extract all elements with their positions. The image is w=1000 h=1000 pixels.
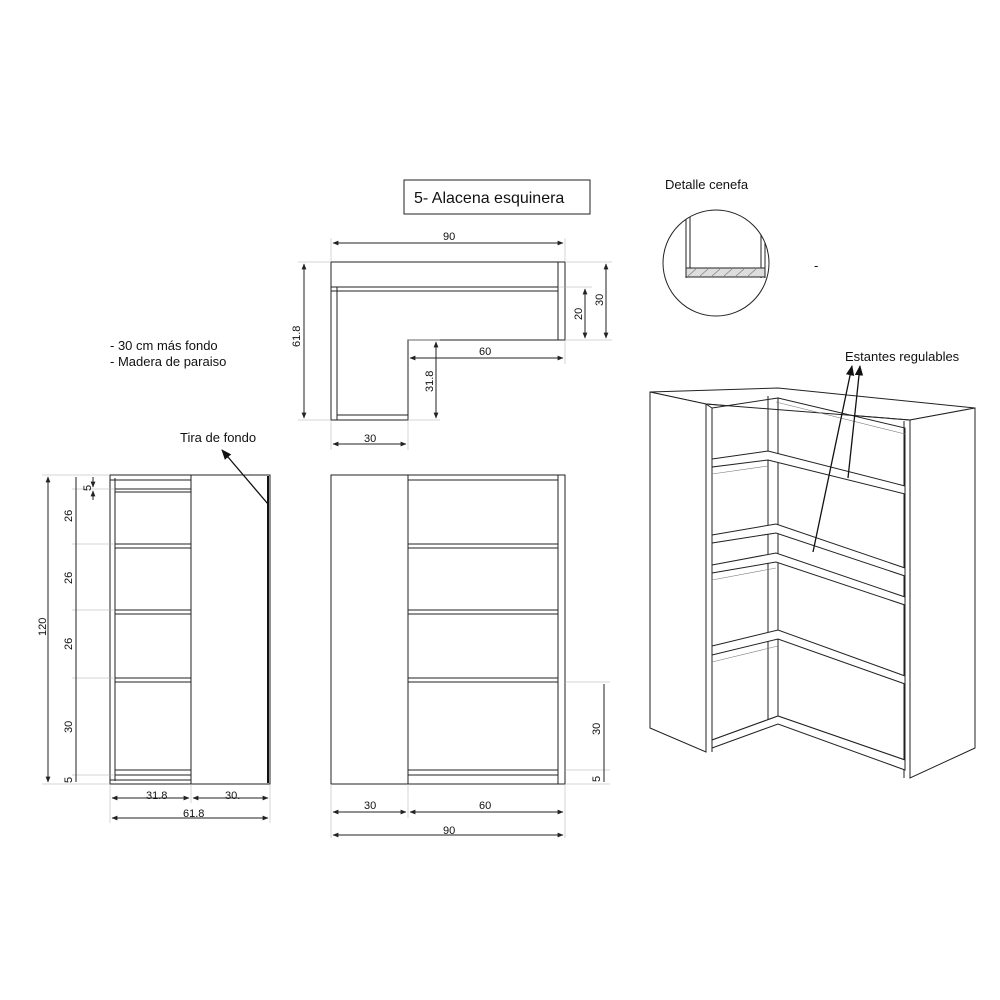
side-dim-30: 30 xyxy=(63,721,75,733)
page-title: 5- Alacena esquinera xyxy=(414,190,564,207)
plan-dim-61-8: 61.8 xyxy=(291,326,303,347)
side-dim-bottom-5: 5 xyxy=(63,777,75,783)
stray-mark: - xyxy=(814,258,818,273)
front-dim-90: 90 xyxy=(443,825,455,837)
isometric-view: Estantes regulables xyxy=(649,349,976,779)
plan-dim-20: 20 xyxy=(573,308,585,320)
front-dim-30-height: 30 xyxy=(591,723,603,735)
plan-dim-60: 60 xyxy=(479,346,491,358)
side-dim-top-5: 5 xyxy=(82,485,94,491)
front-elevation: 30 5 30 60 90 xyxy=(330,474,610,838)
front-dim-30-width: 30 xyxy=(364,800,376,812)
side-dim-26-a: 26 xyxy=(63,510,75,522)
side-dim-61-8: 61.8 xyxy=(183,808,204,820)
title-box: 5- Alacena esquinera xyxy=(403,179,591,215)
side-dim-30-dot: 30. xyxy=(225,790,240,802)
note-madera: - Madera de paraiso xyxy=(110,354,226,369)
side-elevation: 120 5 26 26 26 30 5 31.8 30. 61.8 Tira d… xyxy=(37,430,271,823)
plan-dim-30-outer: 30 xyxy=(594,294,606,306)
side-dim-26-b: 26 xyxy=(63,572,75,584)
front-dim-60: 60 xyxy=(479,800,491,812)
front-dim-5: 5 xyxy=(591,776,603,782)
detail-cenefa: Detalle cenefa - xyxy=(662,177,818,317)
plan-dim-31-8: 31.8 xyxy=(424,371,436,392)
detail-label: Detalle cenefa xyxy=(665,177,749,192)
side-dim-31-8: 31.8 xyxy=(146,790,167,802)
notes: - 30 cm más fondo - Madera de paraiso xyxy=(110,338,226,369)
note-fondo: - 30 cm más fondo xyxy=(110,338,218,353)
plan-view: 90 61.8 30 20 60 31.8 30 xyxy=(291,231,612,450)
plan-dim-90: 90 xyxy=(443,231,455,243)
side-dim-26-c: 26 xyxy=(63,638,75,650)
side-dim-120: 120 xyxy=(37,618,49,636)
plan-dim-30-bottom: 30 xyxy=(364,433,376,445)
tira-fondo-label: Tira de fondo xyxy=(180,430,256,445)
estantes-label: Estantes regulables xyxy=(845,349,960,364)
